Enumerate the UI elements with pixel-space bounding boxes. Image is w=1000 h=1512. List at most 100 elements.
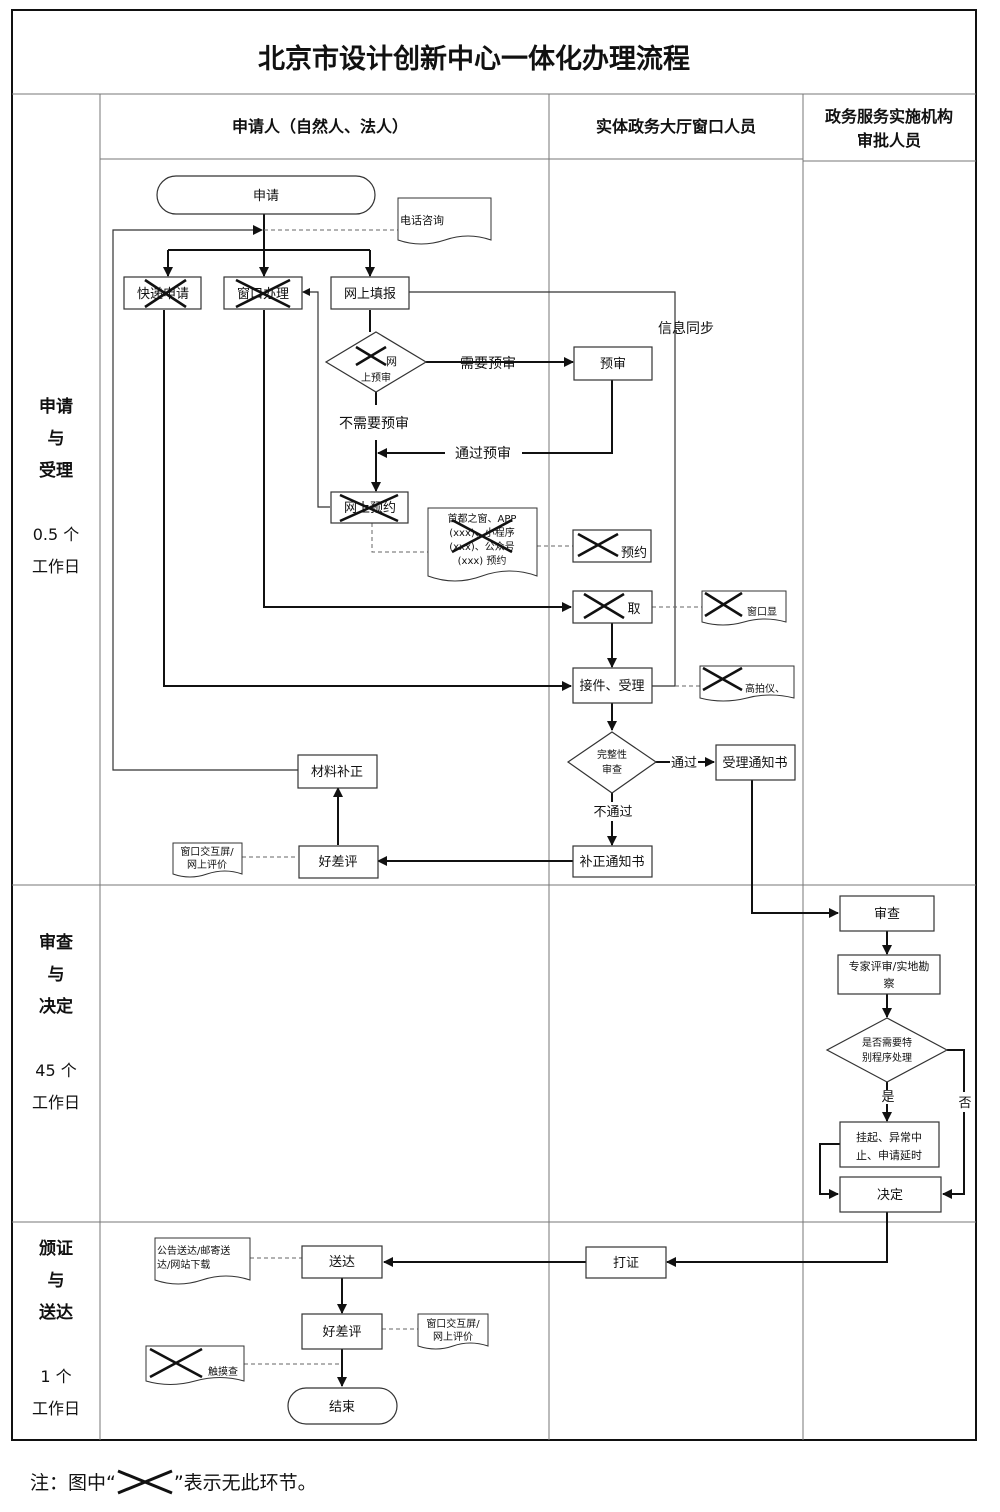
- label-no: 否: [958, 1096, 971, 1111]
- phase-label: 送达: [39, 1302, 73, 1323]
- node-review: 审查: [839, 895, 935, 932]
- node-accept-notice: 受理通知书: [715, 744, 796, 781]
- phase-unit: 工作日: [32, 1093, 80, 1112]
- node-rating: 好差评: [298, 845, 379, 879]
- cross-icon: [144, 278, 187, 309]
- phase-label: 与: [48, 429, 65, 449]
- node-label: 窗口交互屏/: [426, 1317, 480, 1330]
- node-print-certificate: 打证: [585, 1246, 667, 1279]
- node-label: 网上评价: [187, 859, 227, 871]
- phase-label: 与: [48, 1271, 65, 1291]
- phase-label: 受理: [39, 460, 73, 481]
- node-label: 预约: [621, 546, 647, 561]
- footnote-suffix: ”表示无此环节。: [173, 1472, 317, 1494]
- cross-icon: [355, 345, 387, 367]
- node-evaluation-doc-2: 窗口交互屏/ 网上评价: [417, 1313, 489, 1350]
- phase-label: 审查: [39, 932, 74, 953]
- node-deliver: 送达: [301, 1245, 383, 1279]
- node-label: 完整性: [597, 748, 627, 761]
- node-fix-notice: 补正通知书: [572, 845, 653, 878]
- node-label: 专家评审/实地勘: [849, 959, 930, 973]
- node-label: (xxx) 预约: [458, 554, 507, 567]
- phase-label: 决定: [39, 996, 73, 1017]
- node-label: 审查: [602, 763, 622, 776]
- node-express-apply: 快递申请: [123, 276, 202, 310]
- node-label: 决定: [877, 1188, 903, 1203]
- node-booking-channels-doc: 首都之窗、APP (xxx)、小程序 (xxx)、公众号 (xxx) 预约: [427, 507, 538, 582]
- node-decide: 决定: [839, 1176, 942, 1213]
- node-label: 网上评价: [433, 1331, 473, 1343]
- node-rating-2: 好差评: [301, 1313, 383, 1350]
- lane-header-applicant: 申请人（自然人、法人）: [232, 117, 408, 136]
- phase-accept: 申请 与 受理 0.5 个 工作日: [32, 396, 80, 576]
- node-label: 是否需要特: [862, 1037, 912, 1049]
- node-label: 上预审: [361, 371, 391, 384]
- node-label: 受理通知书: [722, 755, 787, 771]
- phase-label: 申请: [39, 396, 73, 417]
- node-label: 别程序处理: [862, 1051, 912, 1064]
- node-online-booking: 网上预约: [330, 491, 409, 524]
- node-label: 公告送达/邮寄送: [157, 1244, 230, 1257]
- node-label: 止、申请延时: [856, 1149, 922, 1162]
- cross-icon: [577, 532, 619, 558]
- node-receive: 接件、受理: [572, 667, 653, 704]
- node-label: 好差评: [318, 855, 357, 870]
- node-label: 首都之窗、APP: [448, 512, 517, 525]
- node-label: 送达: [329, 1255, 355, 1270]
- node-phone-consult: 电话咨询: [397, 197, 492, 245]
- node-label: 察: [884, 976, 895, 990]
- cross-icon: [149, 1347, 203, 1379]
- node-label: 网上填报: [344, 287, 396, 302]
- node-online-precheck-decision: 网 上预审: [324, 331, 428, 393]
- table-frame: [11, 9, 977, 1441]
- node-onsite-booking: 预约: [572, 529, 652, 563]
- node-end: 结束: [287, 1387, 398, 1425]
- node-completeness-check: 完整性 审查: [566, 731, 658, 794]
- label-pass: 通过: [671, 756, 697, 771]
- label-need-pre-review: 需要预审: [460, 356, 516, 372]
- node-evaluation-doc: 窗口交互屏/ 网上评价: [172, 842, 243, 878]
- diagram-title: 北京市设计创新中心一体化办理流程: [258, 43, 690, 75]
- node-label: 挂起、异常中: [856, 1130, 922, 1144]
- node-label: 材料补正: [311, 765, 363, 780]
- node-label: 接件、受理: [579, 678, 644, 694]
- node-label: 电话咨询: [400, 213, 444, 227]
- cross-icon: [235, 278, 291, 309]
- phase-unit: 工作日: [32, 557, 80, 576]
- node-scanner-doc: 高拍仪、: [699, 665, 795, 702]
- node-label: 打证: [613, 1256, 639, 1271]
- cross-icon: [339, 493, 399, 523]
- phase-review: 审查 与 决定 45 个 工作日: [32, 932, 80, 1112]
- phase-days: 0.5 个: [33, 525, 80, 544]
- node-label: 预审: [600, 357, 626, 372]
- cross-icon: [702, 666, 743, 692]
- node-material-fix: 材料补正: [297, 754, 378, 789]
- phase-days: 1 个: [40, 1367, 71, 1386]
- node-apply: 申请: [156, 175, 376, 215]
- label-pass-pre-review: 通过预审: [455, 446, 511, 462]
- node-expert-review: 专家评审/实地勘 察: [837, 954, 941, 995]
- node-take-number: 取: [572, 590, 653, 624]
- lane-header-window: 实体政务大厅窗口人员: [596, 117, 756, 136]
- node-special-procedure: 是否需要特 别程序处理: [825, 1017, 949, 1083]
- lane-header-approver-line1: 政务服务实施机构: [825, 107, 953, 126]
- phase-deliver: 颁证 与 送达 1 个 工作日: [32, 1239, 80, 1418]
- connectors: [112, 214, 965, 1387]
- node-label: 审查: [874, 907, 900, 922]
- cross-icon: [704, 591, 743, 618]
- node-label: 网: [386, 355, 397, 368]
- node-window-display-doc: 窗口显 示屏: [701, 590, 787, 626]
- node-window-handle: 窗口办理: [223, 276, 303, 310]
- node-label: 达/网站下载: [157, 1258, 210, 1271]
- cross-icon: [117, 1469, 173, 1494]
- node-label: 结束: [329, 1400, 355, 1415]
- phase-days: 45 个: [35, 1061, 76, 1080]
- label-fail: 不通过: [593, 805, 632, 820]
- node-label: (xxx)、小程序: [449, 526, 515, 539]
- node-label: 补正通知书: [579, 854, 644, 870]
- label-yes: 是: [881, 1090, 894, 1105]
- footnote-prefix: 注：图中“: [30, 1472, 116, 1494]
- node-online-fill: 网上填报: [330, 276, 410, 310]
- node-label: 高拍仪、: [745, 682, 785, 695]
